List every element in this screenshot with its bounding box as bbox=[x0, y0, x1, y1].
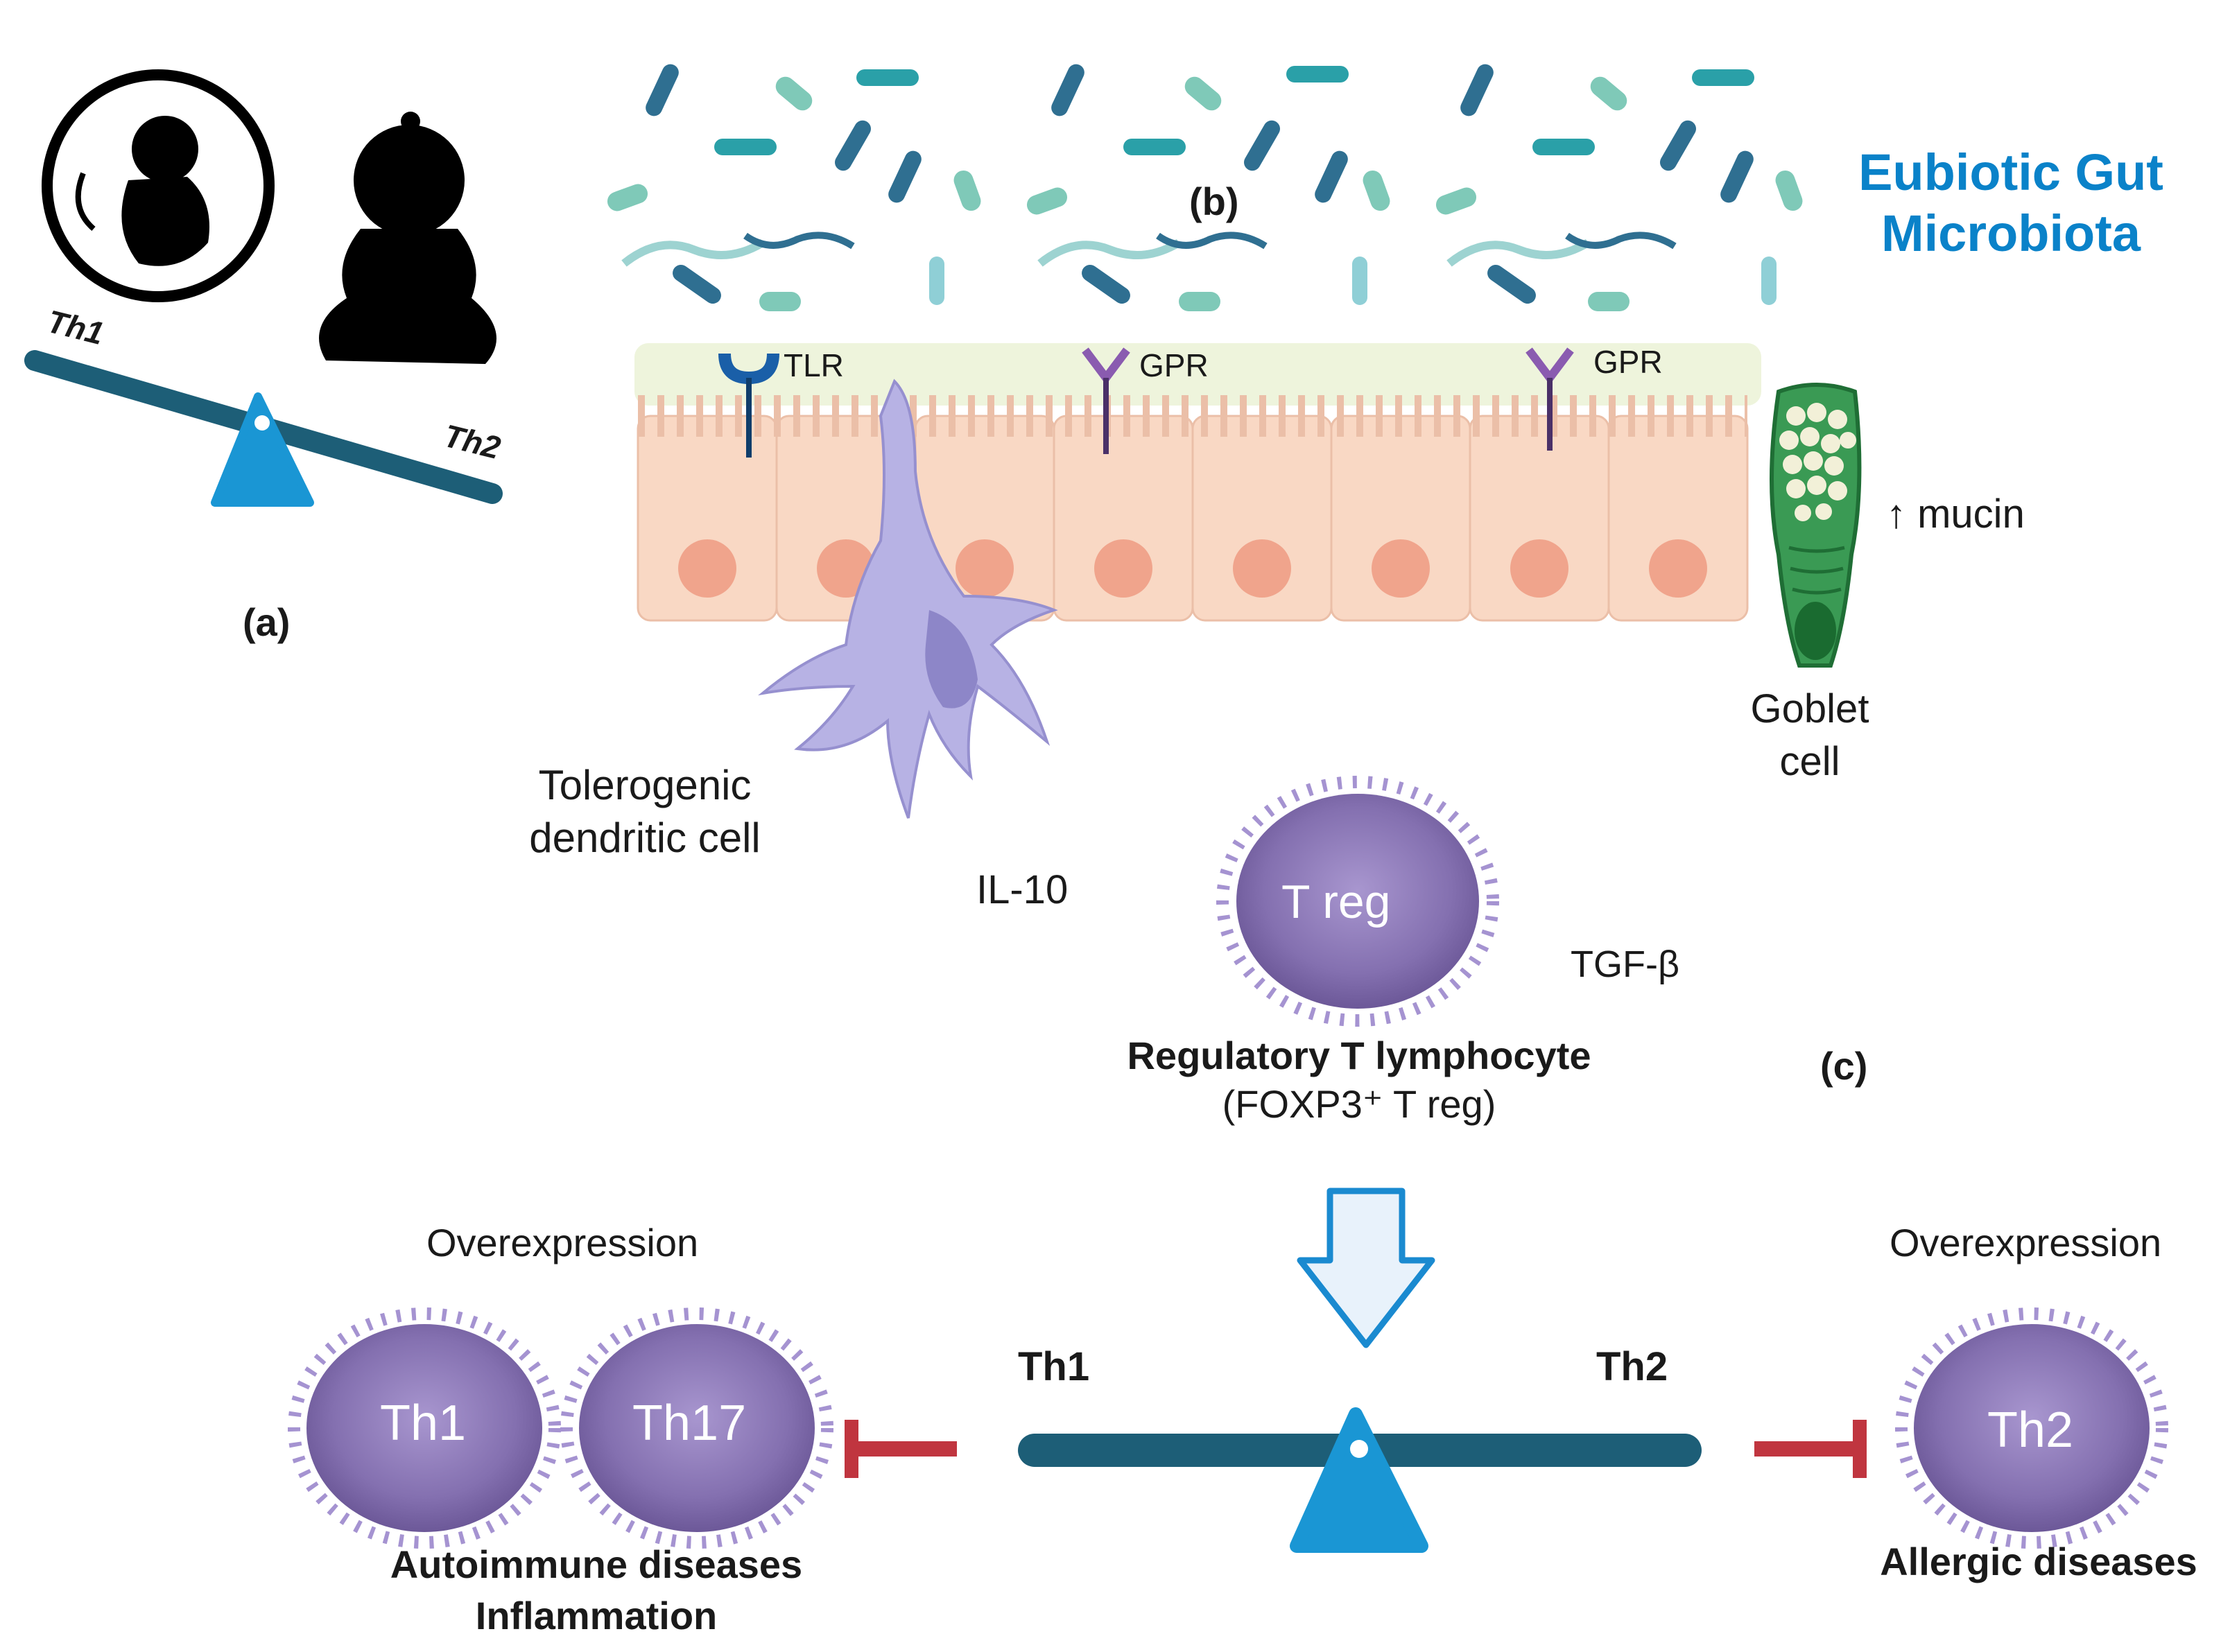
epithelium bbox=[637, 395, 1749, 622]
microbiota-title: Eubiotic Gut Microbiota bbox=[1831, 142, 2191, 264]
gpr-label-2: GPR bbox=[1593, 344, 1663, 380]
treg-subtitle: (FOXP3⁺ T reg) bbox=[1222, 1082, 1496, 1126]
gpr-receptor bbox=[1082, 347, 1130, 454]
il10-label: IL-10 bbox=[976, 867, 1069, 912]
down-arrow bbox=[1297, 1188, 1435, 1348]
tgfb-label: TGF-β bbox=[1571, 944, 1680, 985]
th1-cell-label: Th1 bbox=[380, 1395, 467, 1451]
goblet-label-line1: Goblet bbox=[1750, 686, 1869, 731]
mucin-label: ↑ mucin bbox=[1886, 492, 2025, 537]
dendritic-label: Tolerogenic dendritic cell bbox=[499, 759, 790, 864]
microbiota-title-line1: Eubiotic Gut bbox=[1858, 144, 2163, 201]
overexpression-left: Overexpression bbox=[426, 1221, 699, 1264]
disease-autoimmune: Autoimmune diseases bbox=[390, 1542, 803, 1586]
inhibit-left bbox=[845, 1420, 957, 1478]
fetus-icon bbox=[42, 69, 275, 302]
treg-title: Regulatory T lymphocyte bbox=[1127, 1034, 1591, 1077]
panel-c-label: (c) bbox=[1820, 1044, 1868, 1088]
dendritic-label-line1: Tolerogenic bbox=[538, 762, 752, 808]
overexpression-right: Overexpression bbox=[1890, 1221, 2162, 1264]
large-seesaw-th2: Th2 bbox=[1596, 1344, 1668, 1389]
th1-cell bbox=[288, 1307, 561, 1549]
large-seesaw-th1: Th1 bbox=[1018, 1344, 1090, 1389]
microbiota-title-line2: Microbiota bbox=[1881, 205, 2141, 262]
goblet-label-line2: cell bbox=[1779, 739, 1840, 784]
baby-icon bbox=[319, 112, 496, 364]
panel-b-label: (b) bbox=[1189, 180, 1239, 223]
goblet-label: Goblet cell bbox=[1720, 683, 1900, 788]
left-diseases: Autoimmune diseases Inflammation bbox=[333, 1539, 860, 1642]
dendritic-label-line2: dendritic cell bbox=[529, 815, 761, 861]
mucus-layer bbox=[634, 343, 1761, 406]
treg-cell bbox=[1216, 776, 1499, 1027]
th2-cell-label: Th2 bbox=[1987, 1402, 2074, 1458]
dendritic-cell bbox=[758, 379, 1058, 819]
th17-cell bbox=[560, 1307, 833, 1549]
panel-a-label: (a) bbox=[243, 600, 291, 644]
th17-cell-label: Th17 bbox=[632, 1395, 747, 1451]
tlr-receptor bbox=[718, 353, 779, 458]
large-seesaw bbox=[1018, 1407, 1702, 1553]
microbiota-bacteria bbox=[605, 61, 1806, 311]
tlr-label: TLR bbox=[784, 347, 844, 383]
gpr-receptor-2 bbox=[1525, 347, 1574, 451]
inhibit-right bbox=[1754, 1420, 1867, 1478]
treg-cell-label: T reg bbox=[1281, 876, 1391, 928]
gpr-label-1: GPR bbox=[1139, 347, 1209, 383]
disease-inflammation: Inflammation bbox=[475, 1594, 718, 1637]
small-seesaw bbox=[24, 350, 503, 507]
allergic-diseases: Allergic diseases bbox=[1880, 1540, 2197, 1583]
goblet-cell bbox=[1770, 383, 1862, 668]
th2-cell bbox=[1895, 1307, 2168, 1549]
